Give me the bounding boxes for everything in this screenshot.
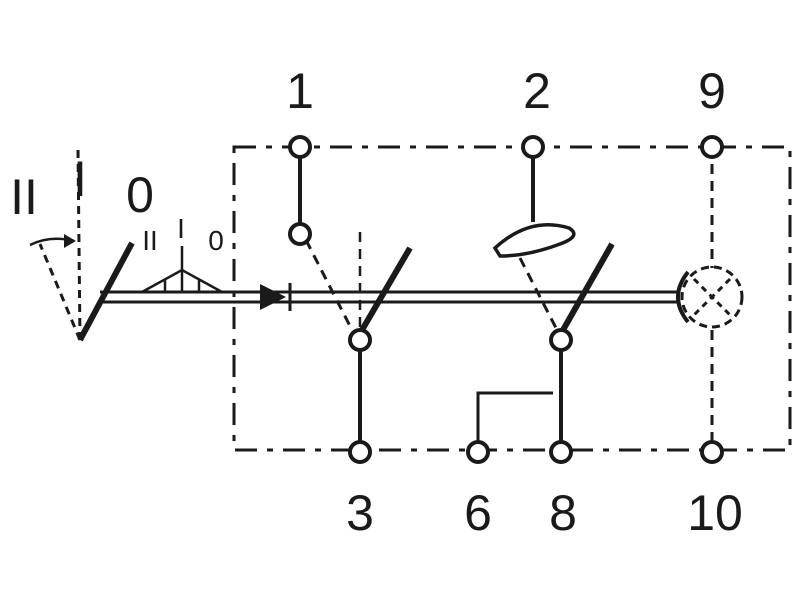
terminal-label-10: 10 <box>687 485 743 541</box>
terminal-3 <box>348 440 372 464</box>
contact-group-2 <box>492 147 615 452</box>
terminal-10 <box>700 440 724 464</box>
terminal-label-6: 6 <box>464 485 492 541</box>
terminals <box>288 135 724 464</box>
terminal-6 <box>466 440 490 464</box>
lever-position-inner-0: 0 <box>208 225 224 256</box>
terminal-1 <box>288 135 312 159</box>
terminal-9 <box>700 135 724 159</box>
lever-position-outer-I: I <box>73 151 87 207</box>
terminal-8 <box>549 440 573 464</box>
lever-position-inner-I: I <box>177 213 185 244</box>
terminal-3-contact <box>348 328 372 352</box>
terminal-label-8: 8 <box>549 485 577 541</box>
lever-position-outer-0: 0 <box>126 167 154 223</box>
actuator-shaft <box>100 290 680 304</box>
housing-outline <box>232 145 792 452</box>
terminal-label-3: 3 <box>346 485 374 541</box>
terminal-label-1: 1 <box>286 63 314 119</box>
lever-position-outer-II: II <box>10 169 38 225</box>
terminal-label-2: 2 <box>523 63 551 119</box>
terminal-1-contact <box>288 222 312 246</box>
terminal-8-contact <box>549 328 573 352</box>
detent-mechanism <box>141 246 223 294</box>
contact-group-1 <box>298 147 413 452</box>
lever-arrow-icon <box>64 234 76 248</box>
terminal-2 <box>521 135 545 159</box>
terminal-label-9: 9 <box>698 63 726 119</box>
indicator-lamp-icon <box>676 265 744 329</box>
lever-position-inner-II: II <box>142 225 158 256</box>
diode-icon <box>260 283 292 311</box>
terminal-6-link <box>476 391 553 452</box>
